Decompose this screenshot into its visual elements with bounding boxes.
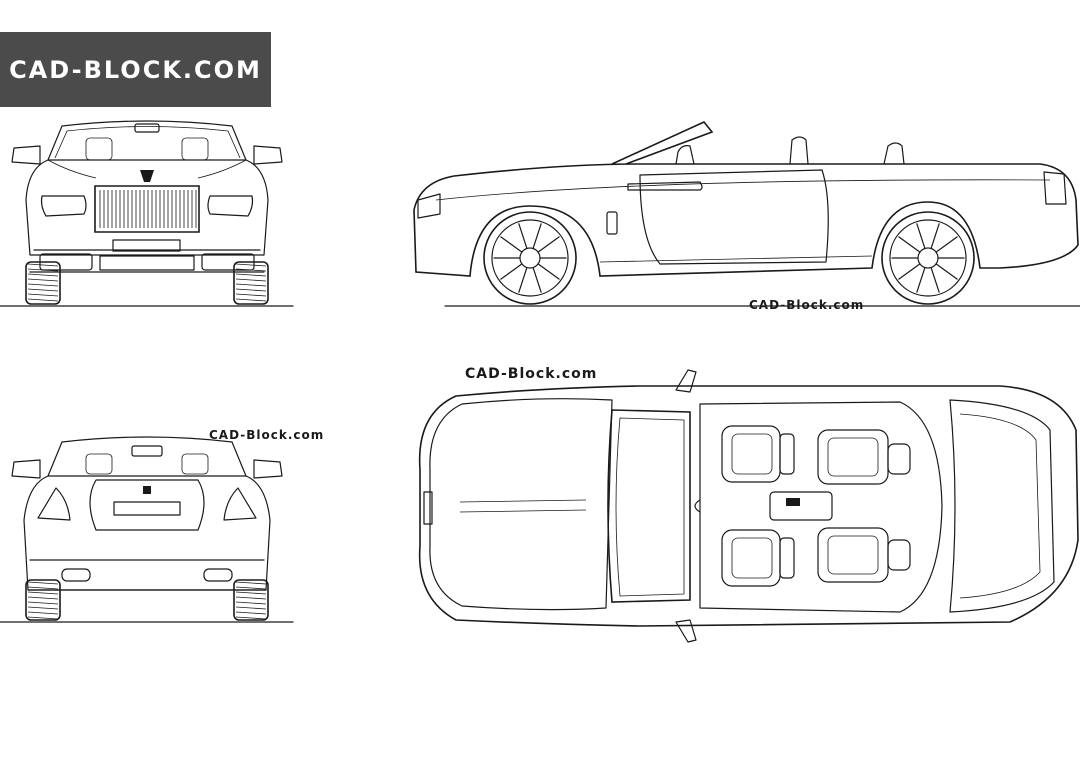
rear-tire-right [234, 580, 268, 620]
rear-windscreen [48, 437, 246, 476]
front-grille-bars [100, 190, 196, 228]
side-headlight [418, 194, 440, 218]
front-grille [95, 186, 199, 232]
side-wheel-rear [882, 212, 974, 304]
front-tire-tread [28, 264, 266, 301]
top-mirror-right [676, 620, 696, 642]
front-mirror-right [254, 146, 282, 164]
side-taillight [1044, 172, 1066, 204]
front-mirror-left [12, 146, 40, 164]
rear-mirror-right [254, 460, 282, 478]
rear-mirror-left [12, 460, 40, 478]
brand-logo-text: CAD-BLOCK.COM [9, 55, 262, 84]
side-mirror [676, 146, 694, 164]
top-seat-rear-left [818, 430, 910, 484]
top-seat-front-right [722, 530, 794, 586]
rear-tire-left [26, 580, 60, 620]
side-wheel-front [484, 212, 576, 304]
front-headlight-left [42, 196, 87, 216]
side-badge [607, 212, 617, 234]
front-lower-grille [100, 256, 194, 270]
side-door-handle [628, 182, 702, 190]
rear-body [24, 476, 270, 590]
front-windshield [48, 121, 246, 160]
watermark-top: CAD-Block.com [465, 366, 598, 382]
top-windshield [608, 410, 690, 602]
side-windshield [612, 122, 712, 164]
rear-taillight-left [38, 488, 70, 520]
top-front-grille [424, 492, 432, 524]
side-headrest-rear [884, 143, 904, 164]
rear-badge [143, 486, 151, 494]
side-door [640, 170, 828, 264]
top-trunk [950, 400, 1054, 612]
front-headlight-right [208, 196, 253, 216]
front-tire-right [234, 262, 268, 304]
top-mirror-left [676, 370, 696, 392]
top-cabin [700, 402, 942, 612]
rear-trunk-lid [90, 480, 204, 530]
rear-license-plate [114, 502, 180, 515]
rear-exhaust-left [62, 569, 90, 581]
rear-exhaust-right [204, 569, 232, 581]
brand-logo-box: CAD-BLOCK.COM [0, 32, 271, 107]
top-seat-rear-right [818, 528, 910, 582]
top-steering-wheel [695, 500, 700, 512]
watermark-rear: CAD-Block.com [209, 428, 325, 442]
front-tire-left [26, 262, 60, 304]
top-body [420, 386, 1078, 626]
side-headrest-front [790, 137, 808, 164]
spirit-ornament-icon [140, 170, 154, 182]
top-hood [430, 399, 612, 610]
top-center-console [770, 492, 832, 520]
side-body [414, 164, 1078, 276]
front-mirror-interior [135, 124, 159, 132]
top-seat-front-left [722, 426, 794, 482]
front-license-plate [113, 240, 180, 251]
watermark-side: CAD-Block.com [749, 298, 865, 312]
rear-taillight-right [224, 488, 256, 520]
